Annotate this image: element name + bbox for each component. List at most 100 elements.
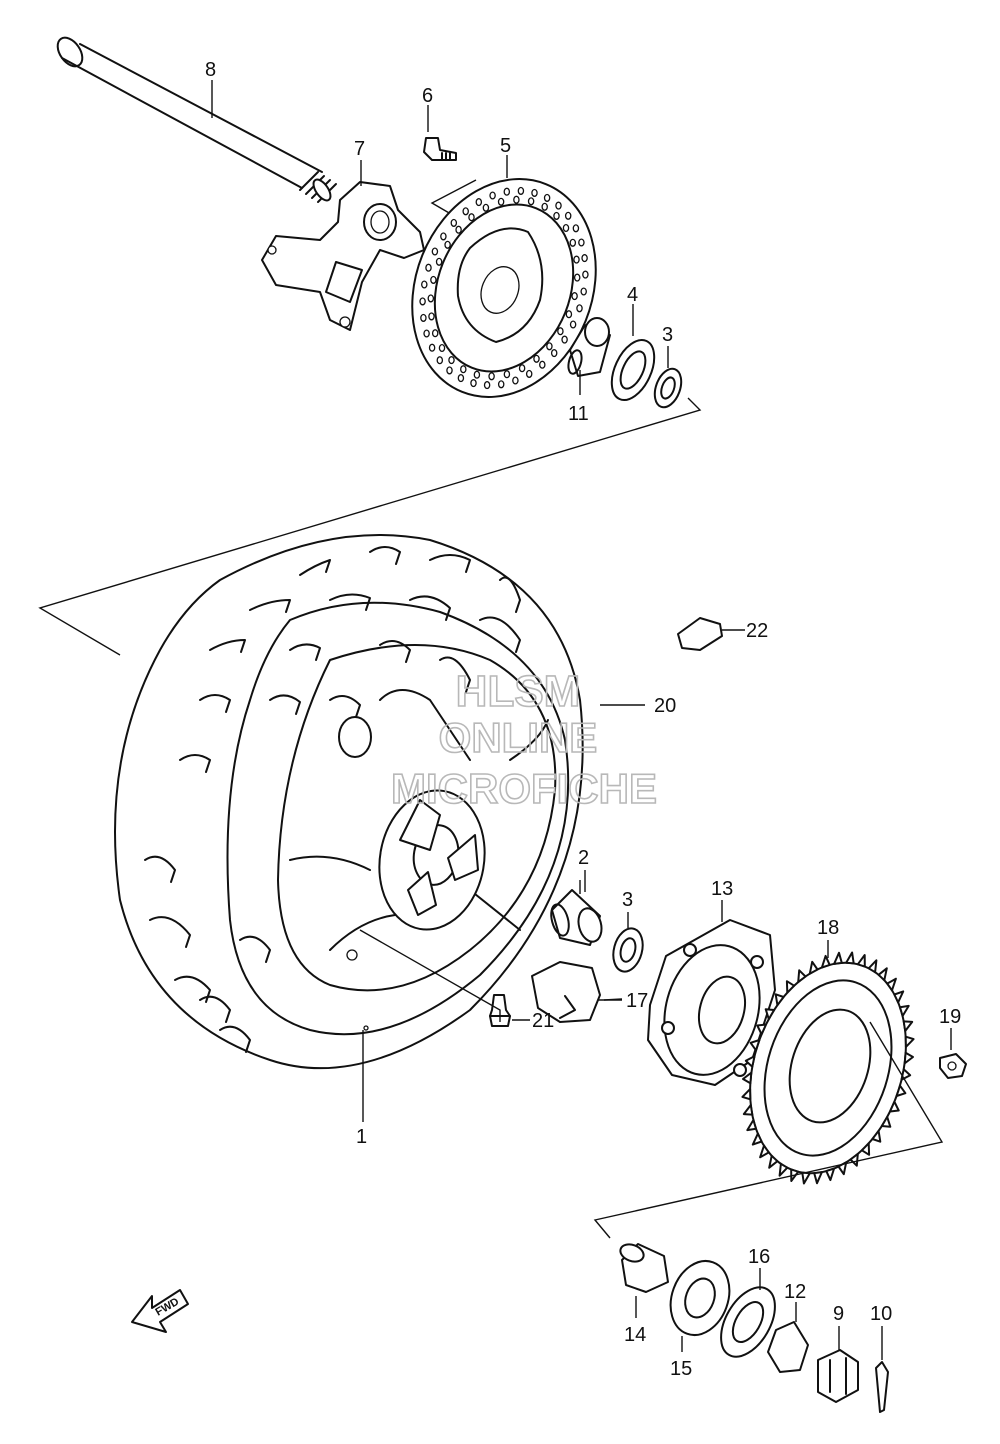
disc-hole bbox=[581, 254, 588, 263]
disc-hole bbox=[513, 195, 520, 204]
tread-mark bbox=[149, 916, 191, 948]
disc-hole bbox=[427, 294, 435, 303]
disc-hole bbox=[517, 186, 525, 195]
tread-mark bbox=[299, 559, 331, 576]
callout-2: 2 bbox=[578, 847, 589, 869]
tread-mark bbox=[369, 546, 401, 565]
disc-hole bbox=[446, 366, 453, 375]
sprocket-tooth bbox=[742, 1071, 753, 1085]
disc-hole bbox=[438, 343, 446, 353]
tread-mark bbox=[174, 975, 211, 1003]
sprocket-tooth bbox=[820, 954, 831, 969]
sprocket-tooth bbox=[867, 959, 878, 974]
part-6-bolt[interactable] bbox=[423, 137, 457, 161]
tread-mark bbox=[479, 616, 521, 653]
disc-hole bbox=[482, 203, 490, 212]
part-1-wheel-rim[interactable] bbox=[277, 644, 557, 992]
part-3-bearing-top[interactable] bbox=[650, 365, 686, 411]
sprocket-tooth bbox=[880, 1115, 892, 1128]
disc-hole bbox=[430, 275, 437, 284]
sprocket-tooth bbox=[778, 1162, 789, 1177]
sprocket-tooth bbox=[860, 1142, 871, 1156]
callout-22: 22 bbox=[746, 620, 768, 642]
part-13-sprocket-carrier[interactable] bbox=[647, 919, 776, 1086]
sprocket-tooth bbox=[893, 990, 905, 1004]
part-8-axle[interactable] bbox=[53, 33, 337, 203]
tread-mark bbox=[239, 935, 271, 963]
disc-hole bbox=[546, 342, 553, 351]
disc-hole bbox=[533, 354, 540, 363]
callout-12: 12 bbox=[784, 1281, 806, 1303]
part-3-bearing-middle[interactable] bbox=[609, 925, 647, 975]
sprocket-tooth bbox=[903, 1051, 914, 1065]
disc-hole bbox=[431, 247, 439, 256]
sprocket-tooth bbox=[774, 993, 785, 1007]
disc-hole bbox=[582, 270, 589, 279]
disc-hole bbox=[475, 198, 483, 207]
part-22-balance-weight[interactable] bbox=[677, 617, 723, 651]
part-7-caliper-bracket[interactable] bbox=[261, 181, 425, 331]
watermark-line-1: HLSM bbox=[456, 667, 581, 716]
tread-mark bbox=[429, 554, 471, 573]
disc-hole bbox=[473, 370, 481, 379]
sprocket-tooth bbox=[877, 967, 888, 982]
callout-11: 11 bbox=[568, 403, 589, 425]
part-12-spacer[interactable] bbox=[767, 1321, 809, 1373]
watermark-line-3: MICROFICHE bbox=[391, 765, 657, 812]
watermark: HLSM ONLINE MICROFICHE bbox=[390, 666, 658, 813]
part-14-collar[interactable] bbox=[618, 1241, 669, 1293]
disc-hole bbox=[527, 197, 535, 206]
tread-mark bbox=[199, 995, 231, 1023]
disc-hole bbox=[497, 380, 505, 389]
sprocket-tooth bbox=[902, 1020, 914, 1032]
part-20-tire[interactable] bbox=[114, 534, 584, 1070]
disc-hole bbox=[425, 263, 432, 272]
part-10-cotter-pin[interactable] bbox=[875, 1361, 889, 1413]
part-9-castle-nut[interactable] bbox=[817, 1349, 859, 1403]
disc-hole bbox=[419, 297, 426, 306]
callout-16: 16 bbox=[748, 1246, 770, 1268]
part-17-damper[interactable] bbox=[531, 961, 601, 1023]
callout-3-top: 3 bbox=[662, 324, 673, 346]
disc-hole bbox=[564, 211, 572, 220]
disc-hole bbox=[576, 304, 583, 313]
part-2-spacer[interactable] bbox=[548, 889, 605, 946]
part-4-oil-seal[interactable] bbox=[603, 333, 663, 406]
callout-17: 17 bbox=[626, 990, 648, 1012]
callout-19: 19 bbox=[939, 1006, 961, 1028]
callout-labels: 1 2 3 3 4 5 6 7 8 9 10 11 12 13 14 15 16… bbox=[205, 59, 961, 1380]
callout-21: 21 bbox=[532, 1010, 554, 1032]
disc-hole bbox=[455, 225, 462, 234]
part-18-sprocket[interactable] bbox=[724, 942, 932, 1193]
disc-hole bbox=[440, 232, 447, 241]
sprocket-tooth bbox=[856, 954, 866, 968]
sprocket-tooth bbox=[889, 1100, 900, 1113]
sprocket-tooth bbox=[886, 977, 897, 992]
part-16-oil-seal[interactable] bbox=[710, 1278, 786, 1366]
sprocket-tooth bbox=[749, 1039, 761, 1052]
sprocket-tooth bbox=[741, 1088, 752, 1101]
part-11-spacer[interactable] bbox=[566, 317, 611, 377]
tread-mark bbox=[179, 754, 211, 773]
sprocket-tooth bbox=[797, 969, 807, 984]
sprocket-tooth bbox=[895, 1084, 907, 1097]
sprocket-tooth bbox=[904, 1035, 915, 1048]
disc-hole bbox=[450, 218, 458, 227]
disc-hole bbox=[541, 202, 548, 211]
sprocket-tooth bbox=[785, 980, 796, 994]
disc-hole bbox=[497, 197, 505, 206]
sprocket-tooth bbox=[808, 960, 819, 975]
part-19-nut[interactable] bbox=[939, 1053, 967, 1079]
disc-hole bbox=[525, 369, 533, 378]
callout-10: 10 bbox=[870, 1303, 892, 1325]
disc-hole bbox=[531, 188, 538, 197]
tread-mark bbox=[499, 576, 521, 613]
callout-20: 20 bbox=[654, 695, 676, 717]
part-15-bearing[interactable] bbox=[661, 1253, 740, 1344]
disc-hole bbox=[503, 187, 511, 196]
part-5-brake-disc[interactable] bbox=[380, 151, 627, 425]
sprocket-tooth bbox=[899, 1004, 910, 1017]
disc-hole bbox=[420, 313, 427, 322]
disc-hole bbox=[565, 310, 573, 319]
